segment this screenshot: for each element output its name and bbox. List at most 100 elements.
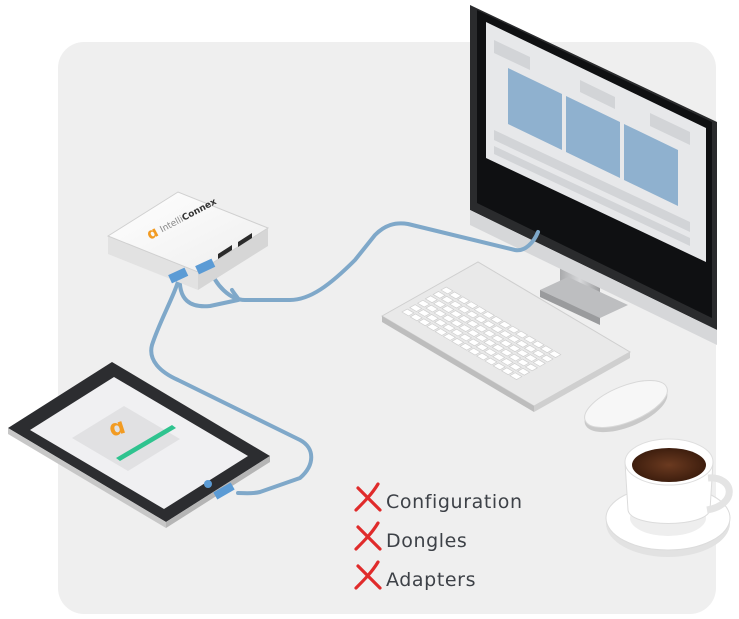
keyboard-key	[473, 315, 488, 324]
keyboard-key	[434, 328, 448, 336]
keyboard-key	[515, 340, 529, 348]
keyboard-key	[483, 348, 498, 357]
keyboard-key	[516, 358, 530, 367]
keyboard-key	[465, 301, 479, 310]
keyboard-key	[524, 354, 538, 362]
red-cross-icon	[354, 482, 382, 512]
keyboard-key	[459, 342, 473, 351]
keyboard-key	[475, 352, 490, 361]
keyboard-key	[433, 318, 448, 327]
keyboard-key	[467, 338, 481, 347]
keyboard-key	[499, 339, 513, 348]
keyboard-key	[507, 344, 521, 353]
keyboard-key	[432, 300, 447, 309]
checklist: Configuration Dongles Adapters	[352, 482, 523, 599]
keyboard-key	[500, 358, 514, 366]
tablet-progress-bar	[116, 425, 176, 461]
keyboard-key	[417, 318, 432, 327]
checklist-item-configuration: Configuration	[352, 482, 523, 521]
tablet: ɑ	[8, 362, 270, 528]
keyboard-key	[481, 311, 496, 319]
keyboard-key	[451, 338, 465, 346]
keyboard-key	[539, 345, 554, 354]
keyboard-key	[442, 333, 457, 341]
intelliconnex-hub	[106, 191, 270, 290]
keyboard-key	[490, 316, 504, 324]
checklist-label: Configuration	[386, 490, 523, 513]
checklist-label: Dongles	[386, 529, 468, 552]
keyboard-key	[491, 334, 505, 343]
keyboard-key	[457, 315, 472, 323]
keyboard-key	[508, 353, 522, 362]
keyboard	[380, 261, 632, 412]
keyboard-key	[548, 350, 562, 359]
keyboard-key	[458, 333, 473, 342]
cross-icons	[354, 482, 382, 590]
keyboard-key	[540, 354, 554, 363]
tablet-logo: ɑ	[106, 414, 129, 443]
mouse	[584, 380, 668, 433]
checklist-item-adapters: Adapters	[352, 560, 523, 599]
keyboard-key	[425, 304, 439, 313]
keyboard-key	[507, 335, 521, 343]
keyboard-key	[499, 348, 514, 357]
keyboard-key	[506, 325, 520, 334]
red-cross-icon	[354, 560, 382, 590]
keyboard-key	[450, 319, 464, 328]
keyboard-key	[498, 320, 512, 329]
keyboard-key	[484, 357, 498, 366]
keyboard-key	[449, 310, 463, 318]
keyboard-key	[474, 324, 488, 333]
keyboard-key	[491, 343, 505, 352]
keyboard-key	[441, 314, 456, 323]
keyboard-key	[456, 296, 471, 305]
keyboard-key	[474, 334, 489, 342]
keyboard-key	[467, 347, 481, 356]
keyboard-key	[417, 309, 431, 317]
keyboard-key	[440, 286, 454, 295]
keyboard-key	[448, 291, 462, 300]
keyboard-key	[457, 305, 471, 314]
keyboard-key	[482, 320, 496, 329]
keyboard-key	[532, 349, 546, 358]
keyboard-key	[482, 329, 497, 338]
keyboard-key	[409, 313, 423, 322]
keyboard-key	[475, 343, 489, 352]
red-cross-icon	[354, 521, 382, 551]
keyboard-key	[509, 372, 523, 381]
keyboard-key	[515, 349, 530, 358]
keyboard-key	[442, 323, 456, 332]
keyboard-key	[466, 319, 480, 328]
checklist-label: Adapters	[386, 568, 477, 591]
keyboard-key	[524, 363, 539, 372]
keyboard-key	[483, 339, 497, 347]
cables	[149, 221, 540, 496]
keyboard-key	[466, 329, 480, 337]
keyboard-key	[500, 367, 515, 376]
keyboard-key	[441, 305, 455, 313]
keyboard-key	[449, 300, 463, 309]
keyboard-key	[473, 306, 487, 314]
keyboard-key	[409, 304, 423, 312]
keyboard-key	[426, 323, 440, 332]
keyboard-key	[490, 325, 504, 334]
coffee-cup	[605, 438, 733, 557]
keyboard-key	[465, 310, 479, 319]
keyboard-key	[458, 324, 472, 333]
keyboard-key	[416, 299, 431, 308]
keyboard-key	[492, 353, 506, 361]
keyboard-key	[425, 314, 439, 322]
keyboard-key	[450, 328, 464, 337]
keyboard-key	[432, 291, 446, 299]
keyboard-key	[492, 362, 506, 371]
keyboard-key	[531, 340, 545, 349]
keyboard-key	[516, 367, 531, 376]
keyboard-key	[508, 363, 522, 371]
keyboard-key	[514, 330, 529, 339]
keyboard-key	[401, 308, 415, 317]
keyboard-key	[433, 309, 447, 318]
keyboard-key	[523, 344, 538, 353]
keyboard-key	[440, 295, 455, 304]
keyboard-key	[424, 295, 438, 304]
